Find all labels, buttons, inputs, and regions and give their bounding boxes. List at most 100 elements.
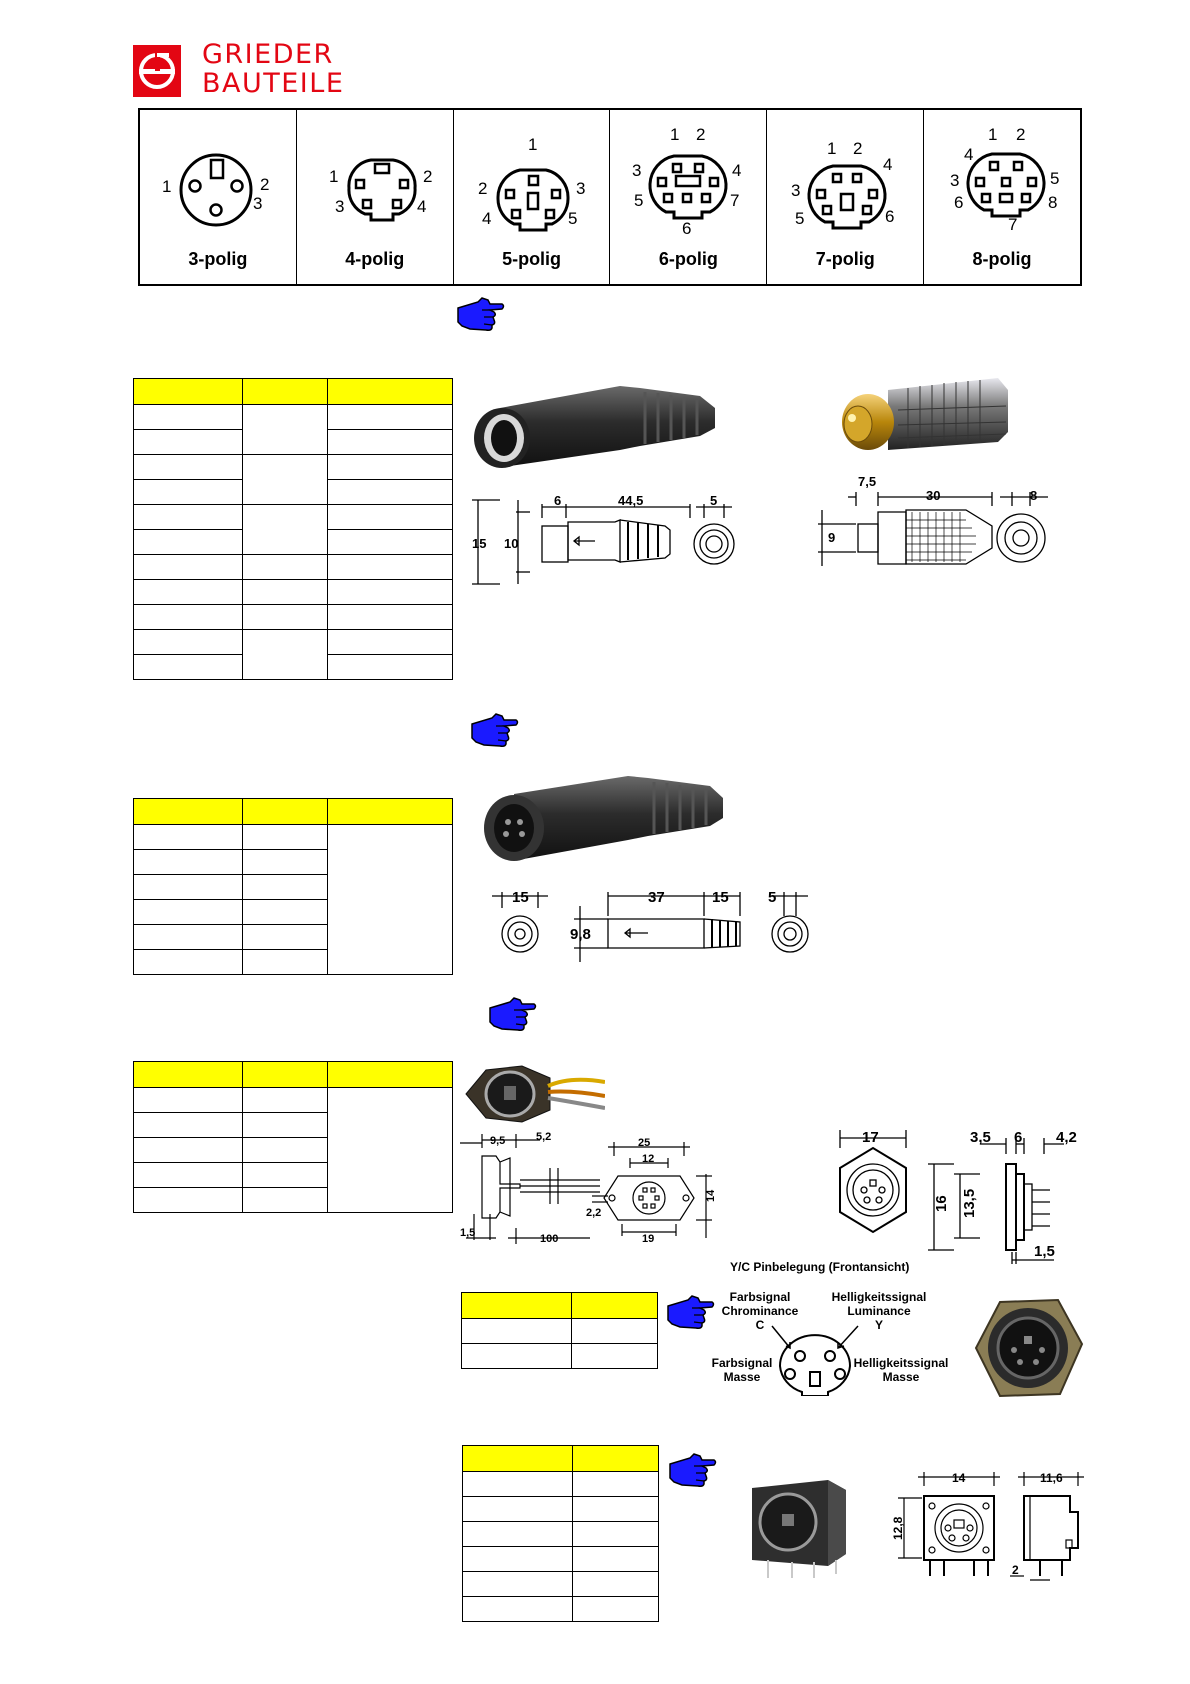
brand-logo-icon bbox=[133, 45, 181, 97]
pinout-8-pin-diagram: 1 2 3 4 5 6 7 8 bbox=[950, 125, 1059, 234]
panel-socket-table bbox=[133, 1061, 453, 1213]
table-row bbox=[461, 1343, 658, 1369]
table-row bbox=[133, 529, 453, 555]
dim-label: 37 bbox=[648, 889, 665, 906]
pinout-7-pin-label: 7-polig bbox=[815, 249, 875, 269]
pin-num: 2 bbox=[260, 175, 269, 194]
pinout-5-pin: 1 2 3 4 5 5-polig bbox=[454, 110, 611, 284]
pinout-8-pin: 1 2 3 4 5 6 7 8 8-polig bbox=[924, 110, 1080, 284]
svg-text:3: 3 bbox=[950, 171, 959, 190]
coupler-table bbox=[133, 798, 453, 975]
dim-label: 10 bbox=[504, 536, 518, 551]
dim-label: 9,5 bbox=[490, 1135, 505, 1147]
table-row bbox=[133, 924, 453, 950]
svg-text:2: 2 bbox=[696, 125, 705, 144]
dim-label: 19 bbox=[642, 1233, 654, 1244]
svg-text:7: 7 bbox=[1008, 215, 1017, 234]
svg-text:2: 2 bbox=[423, 167, 432, 186]
dim-label: 11,6 bbox=[1040, 1471, 1063, 1485]
hex-socket-front-drawing: 17 bbox=[839, 1129, 907, 1234]
svg-text:1: 1 bbox=[670, 125, 679, 144]
table-row bbox=[462, 1546, 659, 1572]
table-row bbox=[462, 1596, 659, 1622]
pinout-4-pin-label: 4-polig bbox=[345, 249, 405, 269]
dim-label: 15 bbox=[512, 889, 529, 906]
pinout-6-pin-diagram: 1 2 3 4 5 6 7 bbox=[632, 125, 741, 238]
pinout-4-pin: 1 2 3 4 4-polig bbox=[297, 110, 454, 284]
dim-label: 6 bbox=[554, 493, 561, 508]
dim-label: 1,5 bbox=[1034, 1243, 1055, 1260]
svg-text:7: 7 bbox=[730, 191, 739, 210]
table-row bbox=[462, 1471, 659, 1497]
dim-label: 17 bbox=[862, 1129, 879, 1146]
svg-text:5: 5 bbox=[1050, 169, 1059, 188]
pin-num: 1 bbox=[162, 177, 171, 196]
pin-num: 3 bbox=[253, 194, 262, 213]
svg-text:2: 2 bbox=[853, 139, 862, 158]
svg-text:3: 3 bbox=[576, 179, 585, 198]
svg-text:6: 6 bbox=[682, 219, 691, 238]
pinout-5-pin-diagram: 1 2 3 4 5 bbox=[478, 135, 585, 232]
brand-line-2: BAUTEILE bbox=[202, 68, 345, 99]
yc-socket-table bbox=[461, 1292, 658, 1369]
pinout-7-pin-diagram: 1 2 3 4 5 6 bbox=[791, 139, 895, 230]
svg-text:6: 6 bbox=[954, 193, 963, 212]
dim-label: 2 bbox=[1012, 1563, 1019, 1577]
table-row bbox=[133, 1112, 453, 1138]
pinout-3-pin-label: 3-polig bbox=[188, 249, 248, 269]
pointer-hand-icon bbox=[666, 1294, 716, 1330]
hex-socket-photo bbox=[974, 1298, 1084, 1398]
table-row bbox=[133, 849, 453, 875]
dim-label: 1,5 bbox=[460, 1227, 475, 1239]
dim-label: 15 bbox=[712, 889, 729, 906]
table-row bbox=[133, 1087, 453, 1213]
table-row bbox=[133, 429, 453, 455]
svg-text:3: 3 bbox=[335, 197, 344, 216]
pinout-4-pin-diagram: 1 2 3 4 bbox=[329, 158, 432, 222]
dim-label: 12 bbox=[642, 1153, 654, 1165]
metal-plug-drawing: 7,5 30 8 9 bbox=[818, 474, 1048, 566]
table-row bbox=[462, 1521, 659, 1547]
svg-text:5: 5 bbox=[568, 209, 577, 228]
table-row bbox=[133, 554, 453, 580]
svg-text:4: 4 bbox=[482, 209, 491, 228]
table-header-row bbox=[461, 1292, 658, 1319]
dim-label: 30 bbox=[926, 488, 940, 503]
dim-label: 3,5 bbox=[970, 1129, 991, 1146]
plug-table bbox=[133, 378, 453, 680]
dim-label: 9,8 bbox=[570, 926, 591, 943]
table-row bbox=[133, 824, 453, 975]
dim-label: 25 bbox=[638, 1138, 650, 1149]
table-header-row bbox=[133, 1061, 453, 1088]
pinout-6-pin: 1 2 3 4 5 6 7 6-polig bbox=[610, 110, 768, 284]
table-row bbox=[133, 604, 453, 630]
pointer-hand-icon bbox=[456, 296, 506, 332]
dim-label: 14 bbox=[952, 1471, 966, 1485]
metal-plug-photo bbox=[842, 378, 1008, 450]
brand-line-1: GRIEDER bbox=[202, 39, 334, 70]
pcb-socket-photo bbox=[752, 1480, 846, 1578]
table-row bbox=[133, 579, 453, 605]
table-header-cell bbox=[242, 378, 328, 405]
table-row bbox=[133, 1162, 453, 1188]
table-header-cell bbox=[133, 378, 243, 405]
coupler-drawing: 15 37 15 5 9,8 bbox=[492, 889, 809, 962]
svg-text:2: 2 bbox=[478, 179, 487, 198]
svg-text:5: 5 bbox=[634, 191, 643, 210]
table-row bbox=[133, 404, 453, 455]
svg-text:4: 4 bbox=[964, 145, 973, 164]
table-header-row bbox=[462, 1445, 659, 1472]
table-row bbox=[133, 1187, 453, 1213]
dim-label: 2,2 bbox=[586, 1207, 601, 1219]
pinout-8-pin-label: 8-polig bbox=[972, 249, 1032, 269]
pointer-hand-icon bbox=[488, 996, 538, 1032]
panel-socket-photo bbox=[465, 1065, 605, 1123]
panel-socket-side-drawing: 9,5 5,2 1,5 100 bbox=[460, 1131, 600, 1245]
table-header-row bbox=[133, 378, 453, 405]
svg-text:2: 2 bbox=[1016, 125, 1025, 144]
dim-label: 8 bbox=[1030, 488, 1037, 503]
svg-text:1: 1 bbox=[528, 135, 537, 154]
